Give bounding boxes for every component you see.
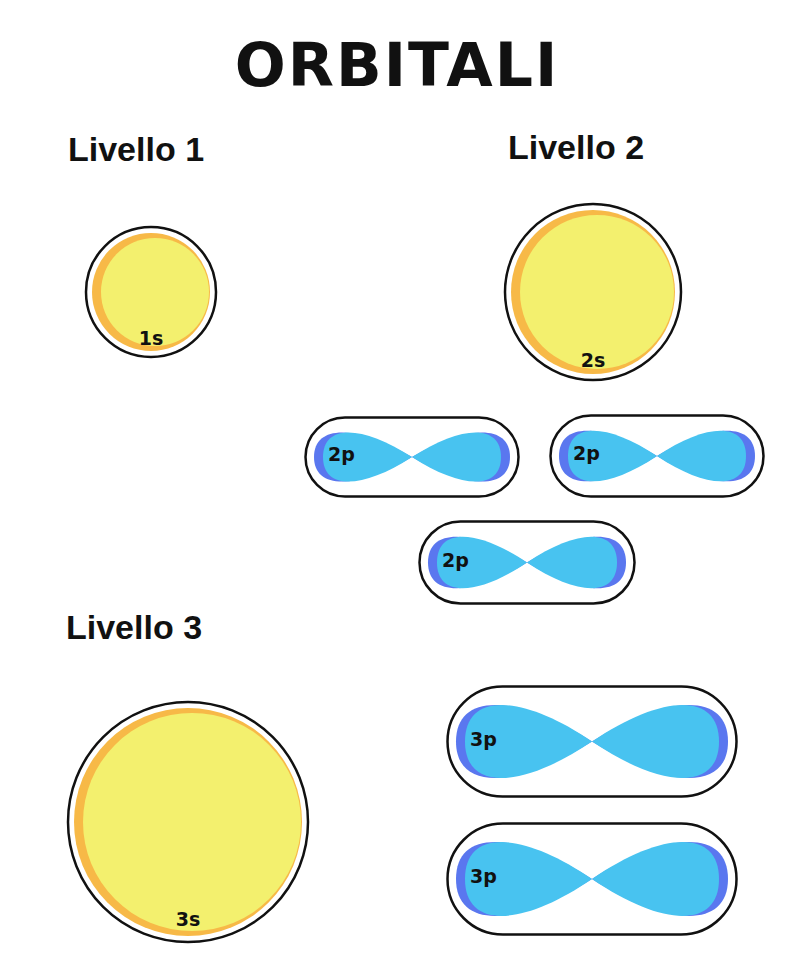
orbital-label: 2s [581,349,606,371]
orbital-fill [520,215,674,369]
orbital-shade [92,233,210,351]
lobe-fill [592,842,719,916]
p-orbital: 3p [446,685,738,798]
lobe-shade [428,537,527,589]
lobe-fill [412,432,501,481]
orbital-outline [86,227,216,357]
s-orbital: 3s [66,700,310,944]
lobe-fill [437,537,527,589]
orbital-outline [306,418,519,497]
orbital-shade [74,708,302,936]
lobe-fill [465,842,592,916]
p-orbital: 3p [446,822,738,936]
lobe-fill [465,705,592,778]
lobe-shade [592,705,728,778]
lobe-shade [456,705,592,778]
level-heading: Livello 3 [66,608,202,647]
s-orbital: 2s [503,202,683,382]
orbital-shape [66,700,310,944]
lobe-shade [657,431,755,482]
orbital-outline [448,687,737,797]
orbital-outline [505,204,681,380]
orbital-outline [551,416,764,497]
lobe-fill [323,432,412,481]
p-orbital: 2p [304,416,520,498]
lobe-shade [314,432,412,481]
level-heading: Livello 2 [508,128,644,167]
s-orbital: 1s [84,225,218,359]
orbital-label: 2p [442,549,469,571]
page-title: ORBITALI [0,30,794,100]
orbital-label: 3p [470,728,497,750]
orbital-outline [448,824,737,935]
orbital-outline [420,522,635,604]
lobe-shade [456,842,592,916]
orbital-label: 1s [139,327,164,349]
level-heading: Livello 1 [68,130,204,169]
lobe-shade [412,432,510,481]
orbital-fill [83,713,301,931]
lobe-shade [527,537,626,589]
lobe-fill [592,705,719,778]
orbital-outline [68,702,308,942]
lobe-fill [568,431,657,482]
orbital-shade [511,210,675,374]
orbital-label: 3p [470,865,497,887]
p-orbital: 2p [549,414,765,498]
orbital-label: 3s [176,908,201,930]
lobe-shade [592,842,728,916]
lobe-fill [527,537,617,589]
orbital-label: 2p [328,443,355,465]
lobe-shade [559,431,657,482]
orbital-label: 2p [573,442,600,464]
lobe-fill [657,431,746,482]
p-orbital: 2p [418,520,636,605]
